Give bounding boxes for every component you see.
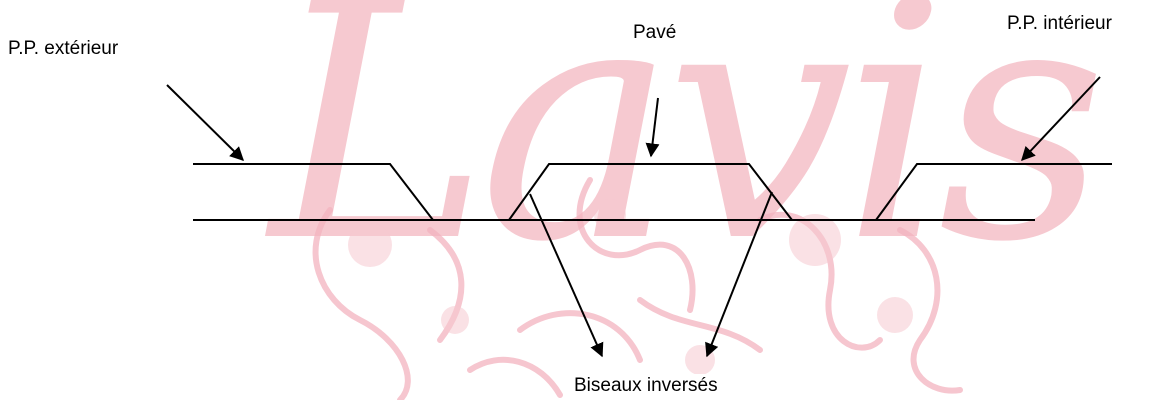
label-exterior: P.P. extérieur [5,37,122,61]
arrow-exterior [166,84,244,161]
interior-surface [875,163,1112,221]
arrow-biseau-left [529,193,604,358]
arrow-pave [645,97,660,158]
arrow-interior [1021,76,1101,162]
arrow-biseau-right [705,191,773,358]
pave-profile [508,163,793,221]
label-pave: Pavé [630,21,680,45]
label-biseaux: Biseaux inversés [571,374,721,398]
exterior-surface [193,163,434,221]
label-interior: P.P. intérieur [1004,12,1115,36]
